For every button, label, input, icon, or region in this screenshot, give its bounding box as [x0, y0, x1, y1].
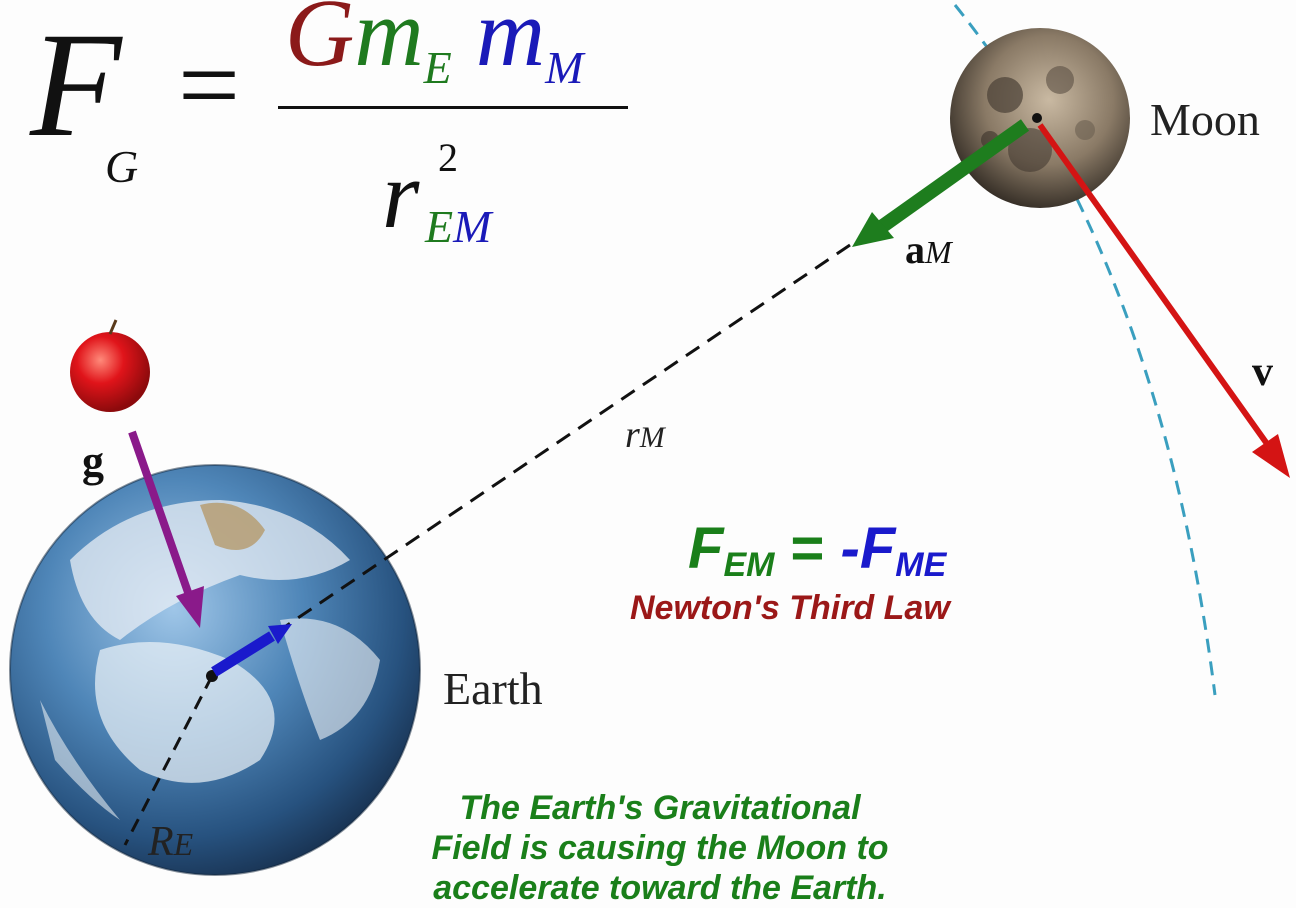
newton-third-law-title: Newton's Third Law [630, 589, 950, 627]
force-me: -F [840, 516, 896, 581]
caption-line-3: accelerate toward the Earth. [433, 869, 887, 907]
moon-acceleration-arrow [852, 119, 1030, 247]
formula-mass-earth-sub: E [423, 42, 452, 93]
caption-line-2: Field is causing the Moon to [431, 829, 889, 867]
newton-equals: = [774, 516, 841, 581]
formula-denominator-r: r [382, 141, 420, 248]
earth-label: Earth [443, 663, 543, 714]
distance-subscript: M [639, 421, 665, 454]
gravity-arrow [128, 430, 204, 628]
earth-radius-label: RE [148, 818, 193, 866]
formula-mass-moon-sub: M [545, 42, 584, 93]
radius-subscript: E [173, 826, 194, 862]
formula-mass-moon: m [475, 0, 546, 86]
acceleration-label: aM [905, 226, 952, 273]
velocity-label: v [1252, 349, 1273, 395]
radius-symbol: R [148, 819, 174, 865]
caption-line-1: The Earth's Gravitational [459, 789, 861, 827]
apple [70, 319, 150, 412]
force-em-sub: EM [723, 546, 775, 584]
formula-den-sub-M: M [453, 201, 492, 252]
formula-denominator-sub: EM [425, 200, 491, 253]
gravity-label: g [82, 437, 104, 486]
formula-force-subscript: G [105, 141, 139, 192]
force-me-sub: ME [895, 546, 947, 584]
formula-den-sub-E: E [425, 201, 454, 252]
formula-force: F [30, 2, 122, 168]
formula-G: G [285, 0, 355, 86]
acceleration-symbol: a [905, 227, 925, 272]
moon-center-dot [1032, 113, 1042, 123]
formula-numerator: GmE mM [285, 0, 583, 123]
earth-force-arrow [211, 624, 292, 677]
caption: The Earth's Gravitational Field is causi… [370, 788, 950, 908]
acceleration-subscript: M [925, 234, 952, 270]
earth-radius-line [123, 675, 214, 846]
formula-equals: = [178, 24, 241, 146]
moon-velocity-arrow [1037, 123, 1290, 478]
distance-symbol: r [625, 414, 640, 456]
force-em: F [688, 516, 724, 581]
formula-exponent: 2 [438, 135, 458, 180]
moon-label: Moon [1150, 94, 1260, 145]
distance-label: rM [625, 413, 665, 457]
formula-mass-earth: m [354, 0, 424, 86]
newton-equation: FEM = -FME [688, 515, 946, 585]
formula-fraction-bar [278, 106, 628, 109]
